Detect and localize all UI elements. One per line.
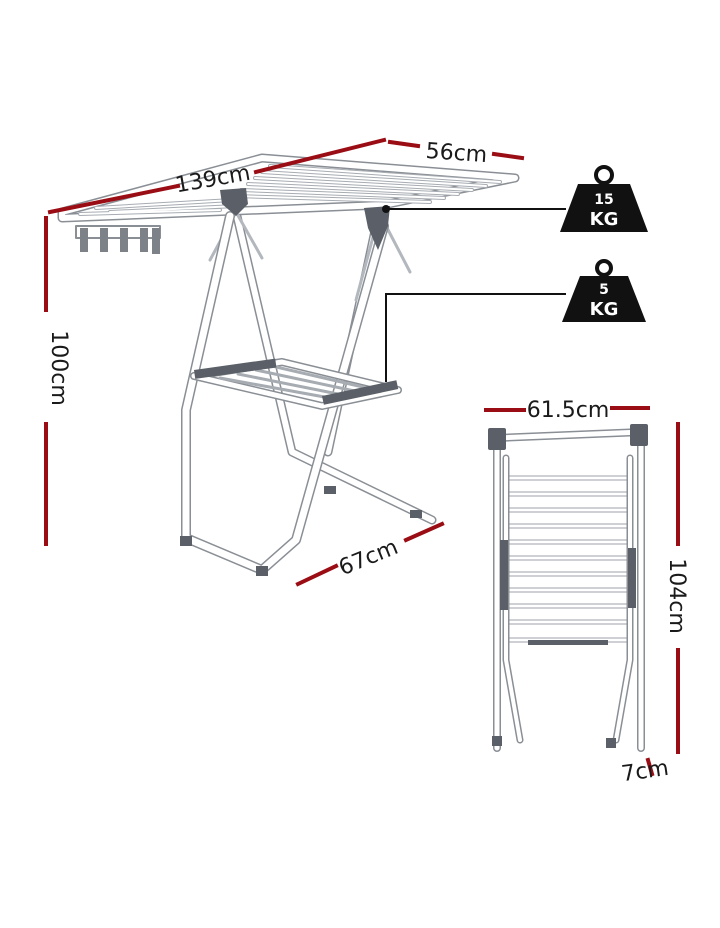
base-depth-label: 67cm — [335, 535, 401, 581]
folded-width-label: 61.5cm — [527, 398, 610, 423]
folded-inner-frame — [502, 454, 634, 744]
lower-shelf — [190, 358, 402, 410]
weight-icon — [560, 165, 648, 232]
top-load-value: 15 — [594, 192, 613, 208]
folded-depth-label: 7cm — [620, 756, 671, 787]
height-label: 100cm — [46, 330, 71, 406]
weight-icon — [562, 259, 646, 322]
top-load-unit: KG — [590, 209, 619, 230]
top-rack-frame — [57, 153, 520, 223]
width-dimension-line-2 — [491, 151, 525, 161]
load-callout-lines — [385, 208, 566, 382]
folded-back-frame — [493, 428, 645, 752]
left-wing-bar — [75, 225, 161, 254]
dimension-lines — [44, 137, 525, 587]
folded-depth-dimension-line — [645, 757, 655, 777]
joints — [180, 188, 422, 576]
folded-caps — [488, 424, 648, 748]
folded-drying-rack — [488, 424, 648, 752]
top-load-pointer-dot — [382, 205, 390, 213]
folded-dimension-lines — [484, 406, 680, 777]
top-rack-rails-fill — [79, 165, 501, 215]
shelf-load-value: 5 — [599, 282, 609, 298]
width-dimension-line — [387, 139, 421, 149]
folded-dark-bars — [500, 540, 636, 645]
unfolded-drying-rack — [57, 153, 520, 576]
shelf-load-unit: KG — [590, 299, 619, 320]
length-dimension-line-2 — [253, 137, 387, 175]
base-depth-dimension-line-2 — [403, 521, 445, 543]
folded-height-label: 104cm — [664, 558, 689, 634]
base-depth-dimension-line — [295, 563, 339, 587]
folded-rails — [503, 475, 633, 643]
width-label: 56cm — [425, 139, 488, 168]
shelf-load-weight: 5 KG — [562, 259, 646, 322]
length-dimension-line — [47, 183, 181, 215]
top-load-weight: 15 KG — [560, 165, 648, 232]
